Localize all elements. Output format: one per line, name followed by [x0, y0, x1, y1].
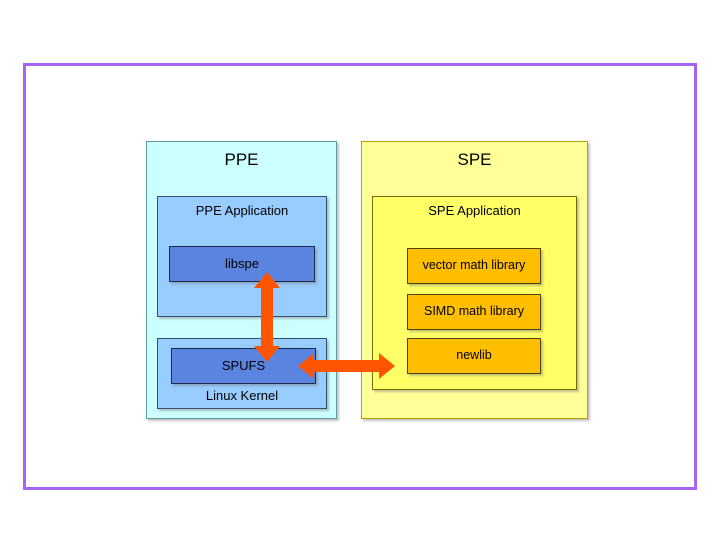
simd-math-library-box[interactable]: SIMD math library — [407, 294, 541, 330]
spufs-label: SPUFS — [221, 357, 266, 373]
linux-kernel-label: Linux Kernel — [205, 387, 279, 403]
spe-application-box[interactable]: SPE Application — [372, 196, 577, 390]
newlib-label: newlib — [456, 348, 492, 363]
slide-frame — [23, 63, 697, 490]
libspe-box[interactable]: libspe — [169, 246, 315, 282]
vector-math-library-box[interactable]: vector math library — [407, 248, 541, 284]
vector-math-library-label: vector math library — [422, 258, 526, 273]
spufs-box[interactable]: SPUFS — [171, 348, 316, 384]
ppe-title: PPE — [224, 150, 259, 169]
newlib-box[interactable]: newlib — [407, 338, 541, 374]
simd-math-library-label: SIMD math library — [423, 304, 525, 319]
libspe-spufs-double-arrow-icon — [254, 272, 280, 362]
libspe-label: libspe — [225, 255, 259, 271]
spufs-spe-double-arrow-icon — [298, 353, 395, 379]
spe-application-title: SPE Application — [428, 203, 521, 218]
spe-title: SPE — [457, 150, 492, 169]
ppe-application-title: PPE Application — [195, 203, 289, 218]
